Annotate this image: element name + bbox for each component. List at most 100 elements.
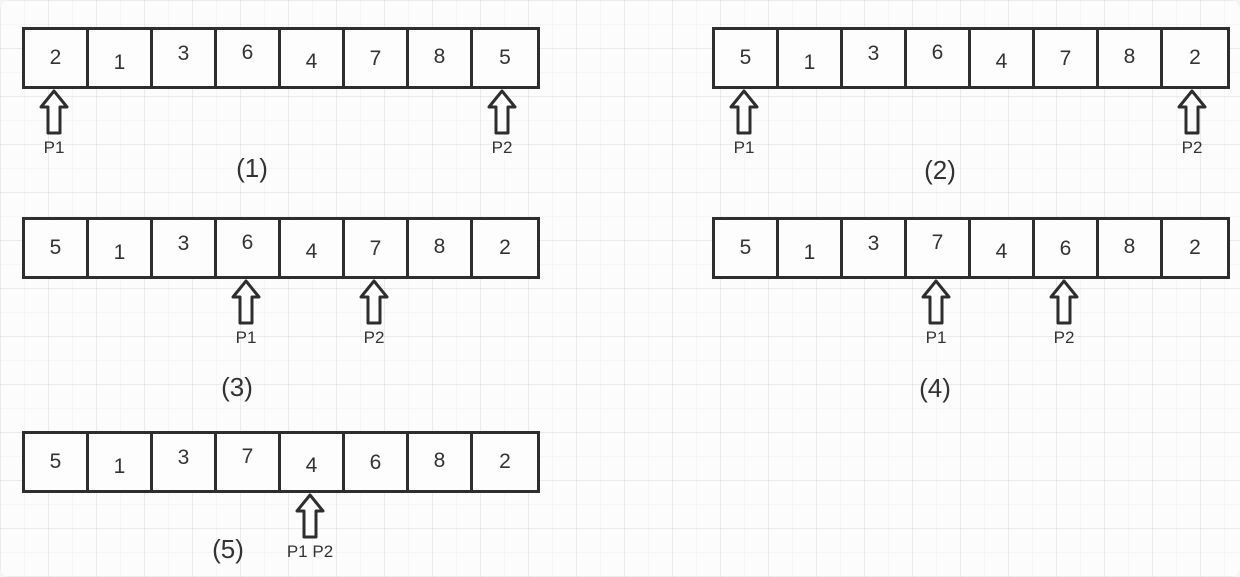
up-arrow-icon <box>295 493 325 539</box>
up-arrow-icon <box>1049 279 1079 325</box>
array-cell: 4 <box>971 30 1035 86</box>
array-cell: 3 <box>843 220 907 276</box>
cell-value: 5 <box>49 236 62 259</box>
array-cell: 1 <box>89 30 153 86</box>
array-cell: 4 <box>971 220 1035 276</box>
cell-value: 6 <box>369 451 382 474</box>
cell-value: 6 <box>241 231 254 254</box>
array-cell: 6 <box>345 434 409 490</box>
array-row: 5 1 3 7 4 6 8 2 <box>22 431 540 493</box>
step-label: (3) <box>221 372 253 402</box>
array-cell: 3 <box>153 30 217 86</box>
array-cell: 5 <box>715 220 779 276</box>
step-label: (1) <box>236 153 268 183</box>
array-cell: 7 <box>345 220 409 276</box>
array-cell: 1 <box>89 220 153 276</box>
cell-value: 6 <box>1059 237 1072 260</box>
up-arrow-icon <box>487 89 517 135</box>
up-arrow-icon <box>1177 89 1207 135</box>
cell-value: 8 <box>433 235 446 258</box>
array-cell: 7 <box>345 30 409 86</box>
array-cell: 2 <box>1163 30 1227 86</box>
cell-value: 4 <box>995 240 1008 263</box>
up-arrow-icon <box>359 279 389 325</box>
cell-value: 7 <box>369 237 382 260</box>
cell-value: 2 <box>499 450 511 473</box>
array-cell: 6 <box>217 30 281 86</box>
cell-value: 5 <box>499 46 511 69</box>
array-cell: 5 <box>715 30 779 86</box>
array-cell: 7 <box>1035 30 1099 86</box>
array-cell: 2 <box>473 220 537 276</box>
array-cell: 4 <box>281 30 345 86</box>
array-row: 5 1 3 7 4 6 8 2 <box>712 217 1230 279</box>
array-cell: 7 <box>907 220 971 276</box>
pointer-label: P2 <box>491 138 513 157</box>
cell-value: 8 <box>1123 235 1136 258</box>
array-cell: 3 <box>153 220 217 276</box>
cell-value: 5 <box>49 450 62 473</box>
pointer-label: P1 <box>925 328 947 347</box>
cell-value: 8 <box>1123 45 1136 68</box>
up-arrow-icon <box>231 279 261 325</box>
array-cell: 1 <box>779 30 843 86</box>
step-4: 5 1 3 7 4 6 8 2 P1 P2 (4) <box>712 217 1230 403</box>
cell-value: 1 <box>803 51 816 74</box>
array-row: 2 1 3 6 4 7 8 5 <box>22 27 540 89</box>
cell-value: 4 <box>305 240 318 263</box>
pointer-label: P1 <box>43 138 65 157</box>
cell-value: 1 <box>113 51 126 74</box>
array-cell: 8 <box>409 30 473 86</box>
cell-value: 3 <box>177 446 190 469</box>
cell-value: 7 <box>931 231 944 254</box>
cell-value: 6 <box>241 41 254 64</box>
step-label: (4) <box>919 373 951 403</box>
array-cell: 5 <box>25 434 89 490</box>
array-cell: 8 <box>1099 220 1163 276</box>
step-1: 2 1 3 6 4 7 8 5 P1 P2 (1) <box>22 27 540 183</box>
pointer-label: P2 <box>1053 328 1075 347</box>
up-arrow-icon <box>729 89 759 135</box>
array-cell: 6 <box>217 220 281 276</box>
cell-value: 2 <box>1189 236 1201 259</box>
cell-value: 7 <box>369 47 382 70</box>
cell-value: 5 <box>739 236 752 259</box>
pointer-label: P2 <box>363 328 385 347</box>
array-cell: 8 <box>409 220 473 276</box>
cell-value: 2 <box>49 46 62 69</box>
step-label: (2) <box>924 155 956 185</box>
array-cell: 4 <box>281 220 345 276</box>
array-cell: 8 <box>409 434 473 490</box>
pointer-label: P1 P2 <box>286 542 334 561</box>
array-cell: 3 <box>843 30 907 86</box>
pointer-label: P1 <box>235 328 257 347</box>
cell-value: 1 <box>113 241 126 264</box>
up-arrow-icon <box>39 89 69 135</box>
array-cell: 6 <box>1035 220 1099 276</box>
array-cell: 1 <box>779 220 843 276</box>
array-cell: 5 <box>25 220 89 276</box>
array-cell: 5 <box>473 30 537 86</box>
cell-value: 7 <box>1059 47 1072 70</box>
cell-value: 8 <box>433 449 446 472</box>
array-cell: 2 <box>1163 220 1227 276</box>
cell-value: 3 <box>177 42 190 65</box>
array-cell: 1 <box>89 434 153 490</box>
array-cell: 8 <box>1099 30 1163 86</box>
step-label: (5) <box>212 534 244 564</box>
array-cell: 4 <box>281 434 345 490</box>
cell-value: 3 <box>177 232 190 255</box>
array-cell: 2 <box>25 30 89 86</box>
cell-value: 7 <box>241 445 254 468</box>
cell-value: 4 <box>305 454 318 477</box>
cell-value: 8 <box>433 45 446 68</box>
array-cell: 7 <box>217 434 281 490</box>
step-3: 5 1 3 6 4 7 8 2 P1 P2 (3) <box>22 217 540 402</box>
pointer-label: P2 <box>1181 138 1203 157</box>
cell-value: 3 <box>867 42 880 65</box>
cell-value: 3 <box>867 232 880 255</box>
cell-value: 4 <box>305 50 318 73</box>
cell-value: 2 <box>499 236 511 259</box>
